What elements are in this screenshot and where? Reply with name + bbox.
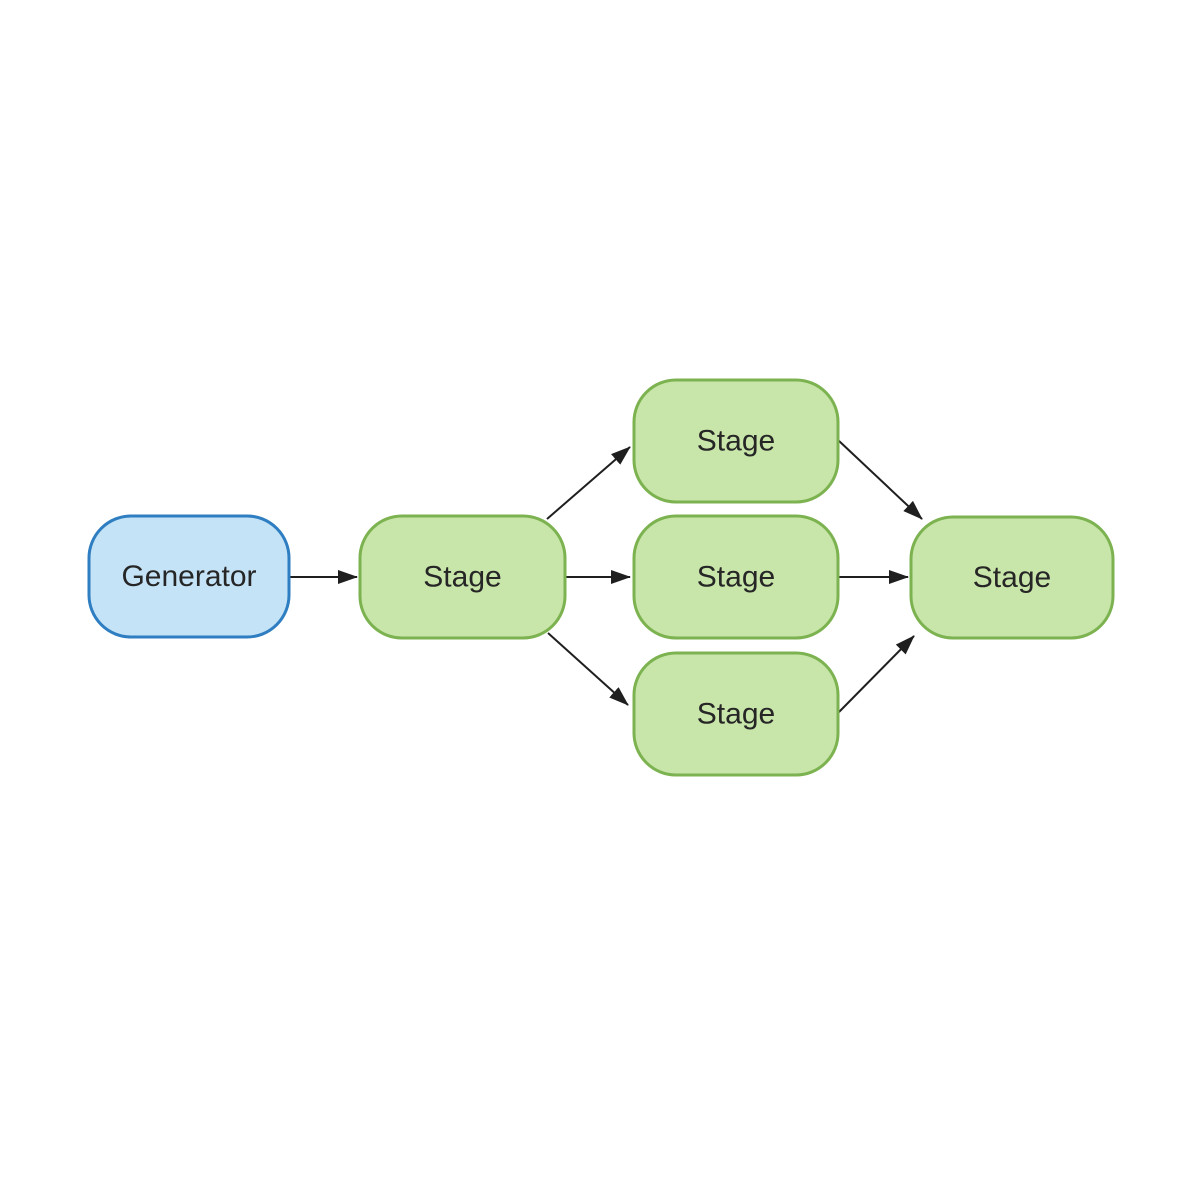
- edge-stage-1-to-stage-bottom: [547, 632, 629, 706]
- node-stage-top[interactable]: [632, 378, 840, 504]
- node-generator-label: Generator: [121, 560, 256, 593]
- node-generator[interactable]: [87, 514, 291, 639]
- node-stage-middle-label: Stage: [697, 561, 775, 594]
- edge-stage-bottom-to-stage-final: [838, 635, 915, 713]
- node-stage-1[interactable]: [358, 514, 567, 640]
- node-stage-final-label: Stage: [973, 561, 1051, 594]
- edge-stage-top-to-stage-final: [837, 439, 923, 520]
- node-stage-bottom-label: Stage: [697, 698, 775, 731]
- node-stage-bottom[interactable]: [632, 651, 840, 777]
- node-stage-1-label: Stage: [423, 561, 501, 594]
- node-stage-middle[interactable]: [632, 514, 840, 640]
- edge-stage-1-to-stage-top: [546, 446, 631, 520]
- node-stage-final[interactable]: [909, 515, 1115, 640]
- node-stage-top-label: Stage: [697, 425, 775, 458]
